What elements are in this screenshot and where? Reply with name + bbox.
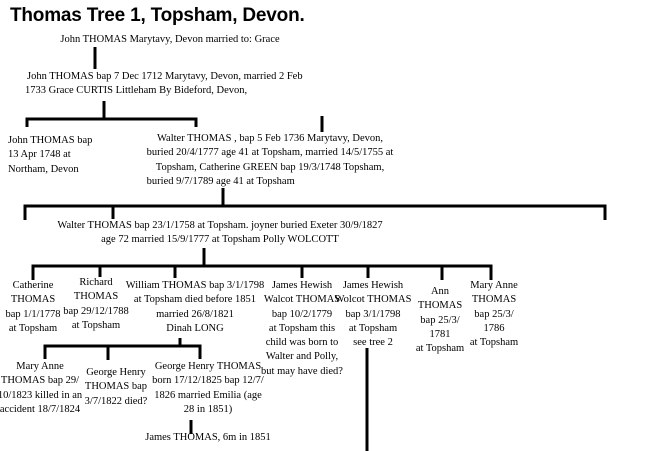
person-richard-thomas: Richard THOMAS bap 29/12/1788 at Topsham: [63, 276, 129, 333]
line: William THOMAS bap 3/1/1798: [125, 280, 265, 291]
person-george-henry-thomas-1822: George Henry THOMAS bap 3/7/1822 died?: [85, 366, 148, 409]
person-james-hewish-wolcot-thomas-1798: James Hewish Wolcot THOMAS bap 3/1/1798 …: [335, 279, 412, 350]
line: Catherine: [12, 280, 54, 291]
line: married 26/8/1821: [156, 308, 234, 320]
line: 13 Apr 1748 at: [8, 149, 71, 161]
line: 3/7/1822 died?: [84, 395, 148, 407]
line: THOMAS: [417, 300, 463, 312]
line: at Topsham: [415, 343, 465, 355]
person-catherine-thomas: Catherine THOMAS bap 1/1/1778 at Topsham: [5, 279, 60, 336]
person-james-hewish-walcot-thomas-1779: James Hewish Walcot THOMAS bap 10/2/1779…: [261, 279, 343, 379]
line: age 72 married 15/9/1777 at Topsham Poll…: [101, 234, 339, 246]
line: Ann: [430, 286, 450, 297]
line: Richard: [79, 277, 113, 288]
line: bap 1/1/1778: [5, 308, 61, 320]
person-mary-anne-thomas-1823: Mary Anne THOMAS bap 29/ 10/1823 killed …: [0, 360, 82, 417]
line: Walter THOMAS bap 23/1/1758 at Topsham. …: [57, 220, 383, 231]
line: 28 in 1851): [183, 403, 233, 415]
line: John THOMAS bap 7 Dec 1712 Marytavy, Dev…: [27, 71, 303, 82]
line: at Topsham died before 1851: [133, 294, 257, 306]
line: bap 29/12/1788: [63, 305, 129, 317]
line: at Topsham: [8, 322, 58, 334]
see-tree-2-note: see tree 2: [353, 337, 393, 349]
line: at Topsham this: [268, 322, 336, 334]
line: Topsham, Catherine GREEN bap 19/3/1748 T…: [155, 161, 385, 173]
line: child was born to: [265, 337, 339, 349]
line: Mary Anne: [470, 280, 518, 291]
page-title: Thomas Tree 1, Topsham, Devon.: [10, 5, 305, 26]
person-john-thomas-1748: John THOMAS bap 13 Apr 1748 at Northam, …: [8, 134, 92, 177]
person-john-thomas-1712: John THOMAS bap 7 Dec 1712 Marytavy, Dev…: [25, 70, 303, 99]
line: George Henry THOMAS: [154, 361, 262, 372]
line: Walter and Polly,: [265, 351, 339, 363]
line: 10/1823 killed in an: [0, 389, 83, 401]
connector: [25, 117, 198, 127]
person-john-thomas-gen1: John THOMAS Marytavy, Devon married to: …: [60, 33, 279, 47]
person-walter-thomas-1736: Walter THOMAS , bap 5 Feb 1736 Marytavy,…: [147, 132, 394, 189]
line: James Hewish: [271, 280, 333, 291]
line: THOMAS bap 29/: [0, 375, 80, 387]
line: THOMAS: [471, 294, 517, 306]
line: at Topsham: [348, 322, 398, 334]
person-william-thomas: William THOMAS bap 3/1/1798 at Topsham d…: [126, 279, 265, 336]
line: bap 25/3/: [420, 314, 460, 326]
line: James Hewish: [342, 280, 404, 291]
line: bap 10/2/1779: [271, 308, 333, 320]
person-ann-thomas: Ann THOMAS bap 25/3/ 1781 at Topsham: [416, 285, 464, 356]
person-walter-thomas-1758: Walter THOMAS bap 23/1/1758 at Topsham. …: [57, 219, 382, 248]
line: Walter THOMAS , bap 5 Feb 1736 Marytavy,…: [156, 133, 384, 144]
connector: [23, 204, 607, 220]
line: Dinah LONG: [166, 322, 224, 334]
person-mary-anne-thomas-1786: Mary Anne THOMAS bap 25/3/ 1786 at Topsh…: [470, 279, 518, 350]
line: at Topsham: [71, 319, 121, 331]
line: John THOMAS bap: [8, 135, 93, 146]
line: at Topsham: [469, 337, 519, 349]
line: John THOMAS Marytavy, Devon married to: …: [60, 34, 280, 45]
line: bap 25/3/: [474, 308, 514, 320]
person-james-thomas-1851: James THOMAS, 6m in 1851: [145, 431, 271, 445]
line: 1826 married Emilia (age: [154, 389, 262, 401]
line: Mary Anne: [16, 361, 64, 372]
line: 1786: [483, 322, 505, 334]
line: 1733 Grace CURTIS Littleham By Bideford,…: [25, 85, 248, 97]
line: 1781: [429, 328, 451, 340]
line: accident 18/7/1824: [0, 403, 81, 415]
line: but may have died?: [261, 365, 343, 377]
line: Wolcot THOMAS: [334, 294, 412, 306]
line: born 17/12/1825 bap 12/7/: [152, 375, 264, 387]
connector: [31, 264, 493, 280]
line: buried 20/4/1777 age 41 at Topsham, marr…: [146, 147, 394, 159]
line: THOMAS: [10, 294, 56, 306]
person-george-henry-thomas-1825: George Henry THOMAS born 17/12/1825 bap …: [152, 360, 264, 417]
connector: [43, 344, 202, 359]
line: Walcot THOMAS: [263, 294, 341, 306]
line: THOMAS bap: [84, 381, 148, 393]
line: James THOMAS, 6m in 1851: [145, 432, 271, 443]
line: bap 3/1/1798: [345, 308, 401, 320]
line: THOMAS: [73, 291, 119, 303]
line: buried 9/7/1789 age 41 at Topsham: [146, 175, 295, 187]
line: George Henry: [86, 367, 146, 378]
line: Northam, Devon: [8, 163, 79, 175]
